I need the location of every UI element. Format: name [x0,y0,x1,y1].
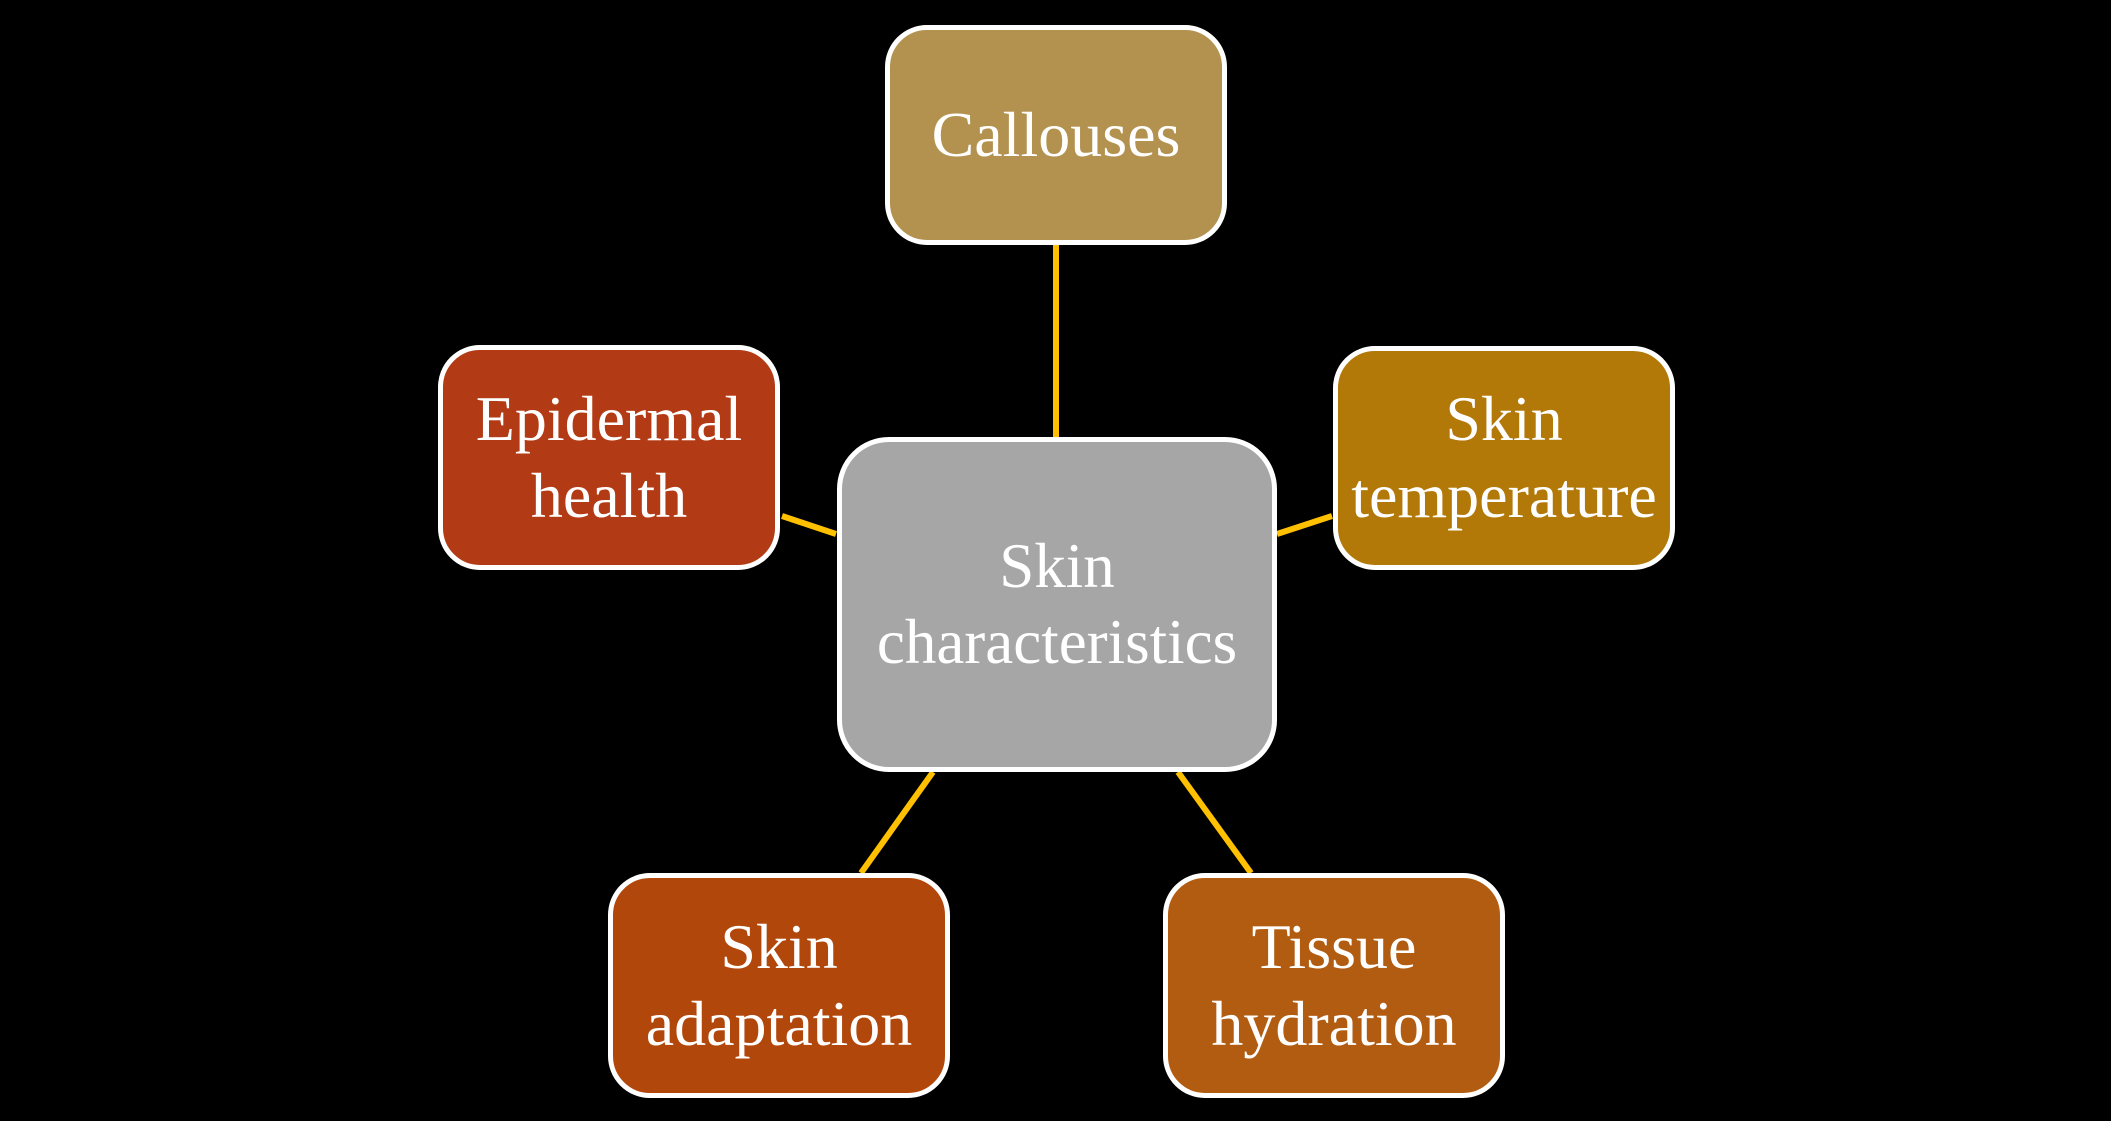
connector-center-to-tissue-hydration [1175,770,1254,875]
node-skin-adaptation[interactable]: Skin adaptation [608,873,950,1098]
connector-center-to-epidermal-health [781,513,837,537]
connector-center-to-skin-adaptation [858,770,936,875]
node-tissue-hydration[interactable]: Tissue hydration [1163,873,1505,1098]
node-tissue-hydration-label: Tissue hydration [1211,910,1457,1059]
node-skin-characteristics[interactable]: Skin characteristics [837,437,1277,772]
node-skin-temperature[interactable]: Skin temperature [1333,346,1675,570]
node-skin-temperature-label: Skin temperature [1351,383,1657,531]
node-epidermal-health[interactable]: Epidermal health [438,345,780,570]
connector-center-to-skin-temperature [1276,513,1333,537]
node-callouses[interactable]: Callouses [885,25,1227,245]
node-skin-adaptation-label: Skin adaptation [645,910,913,1059]
node-callouses-label: Callouses [931,98,1181,170]
node-epidermal-health-label: Epidermal health [475,382,743,531]
node-skin-characteristics-label: Skin characteristics [876,530,1238,677]
